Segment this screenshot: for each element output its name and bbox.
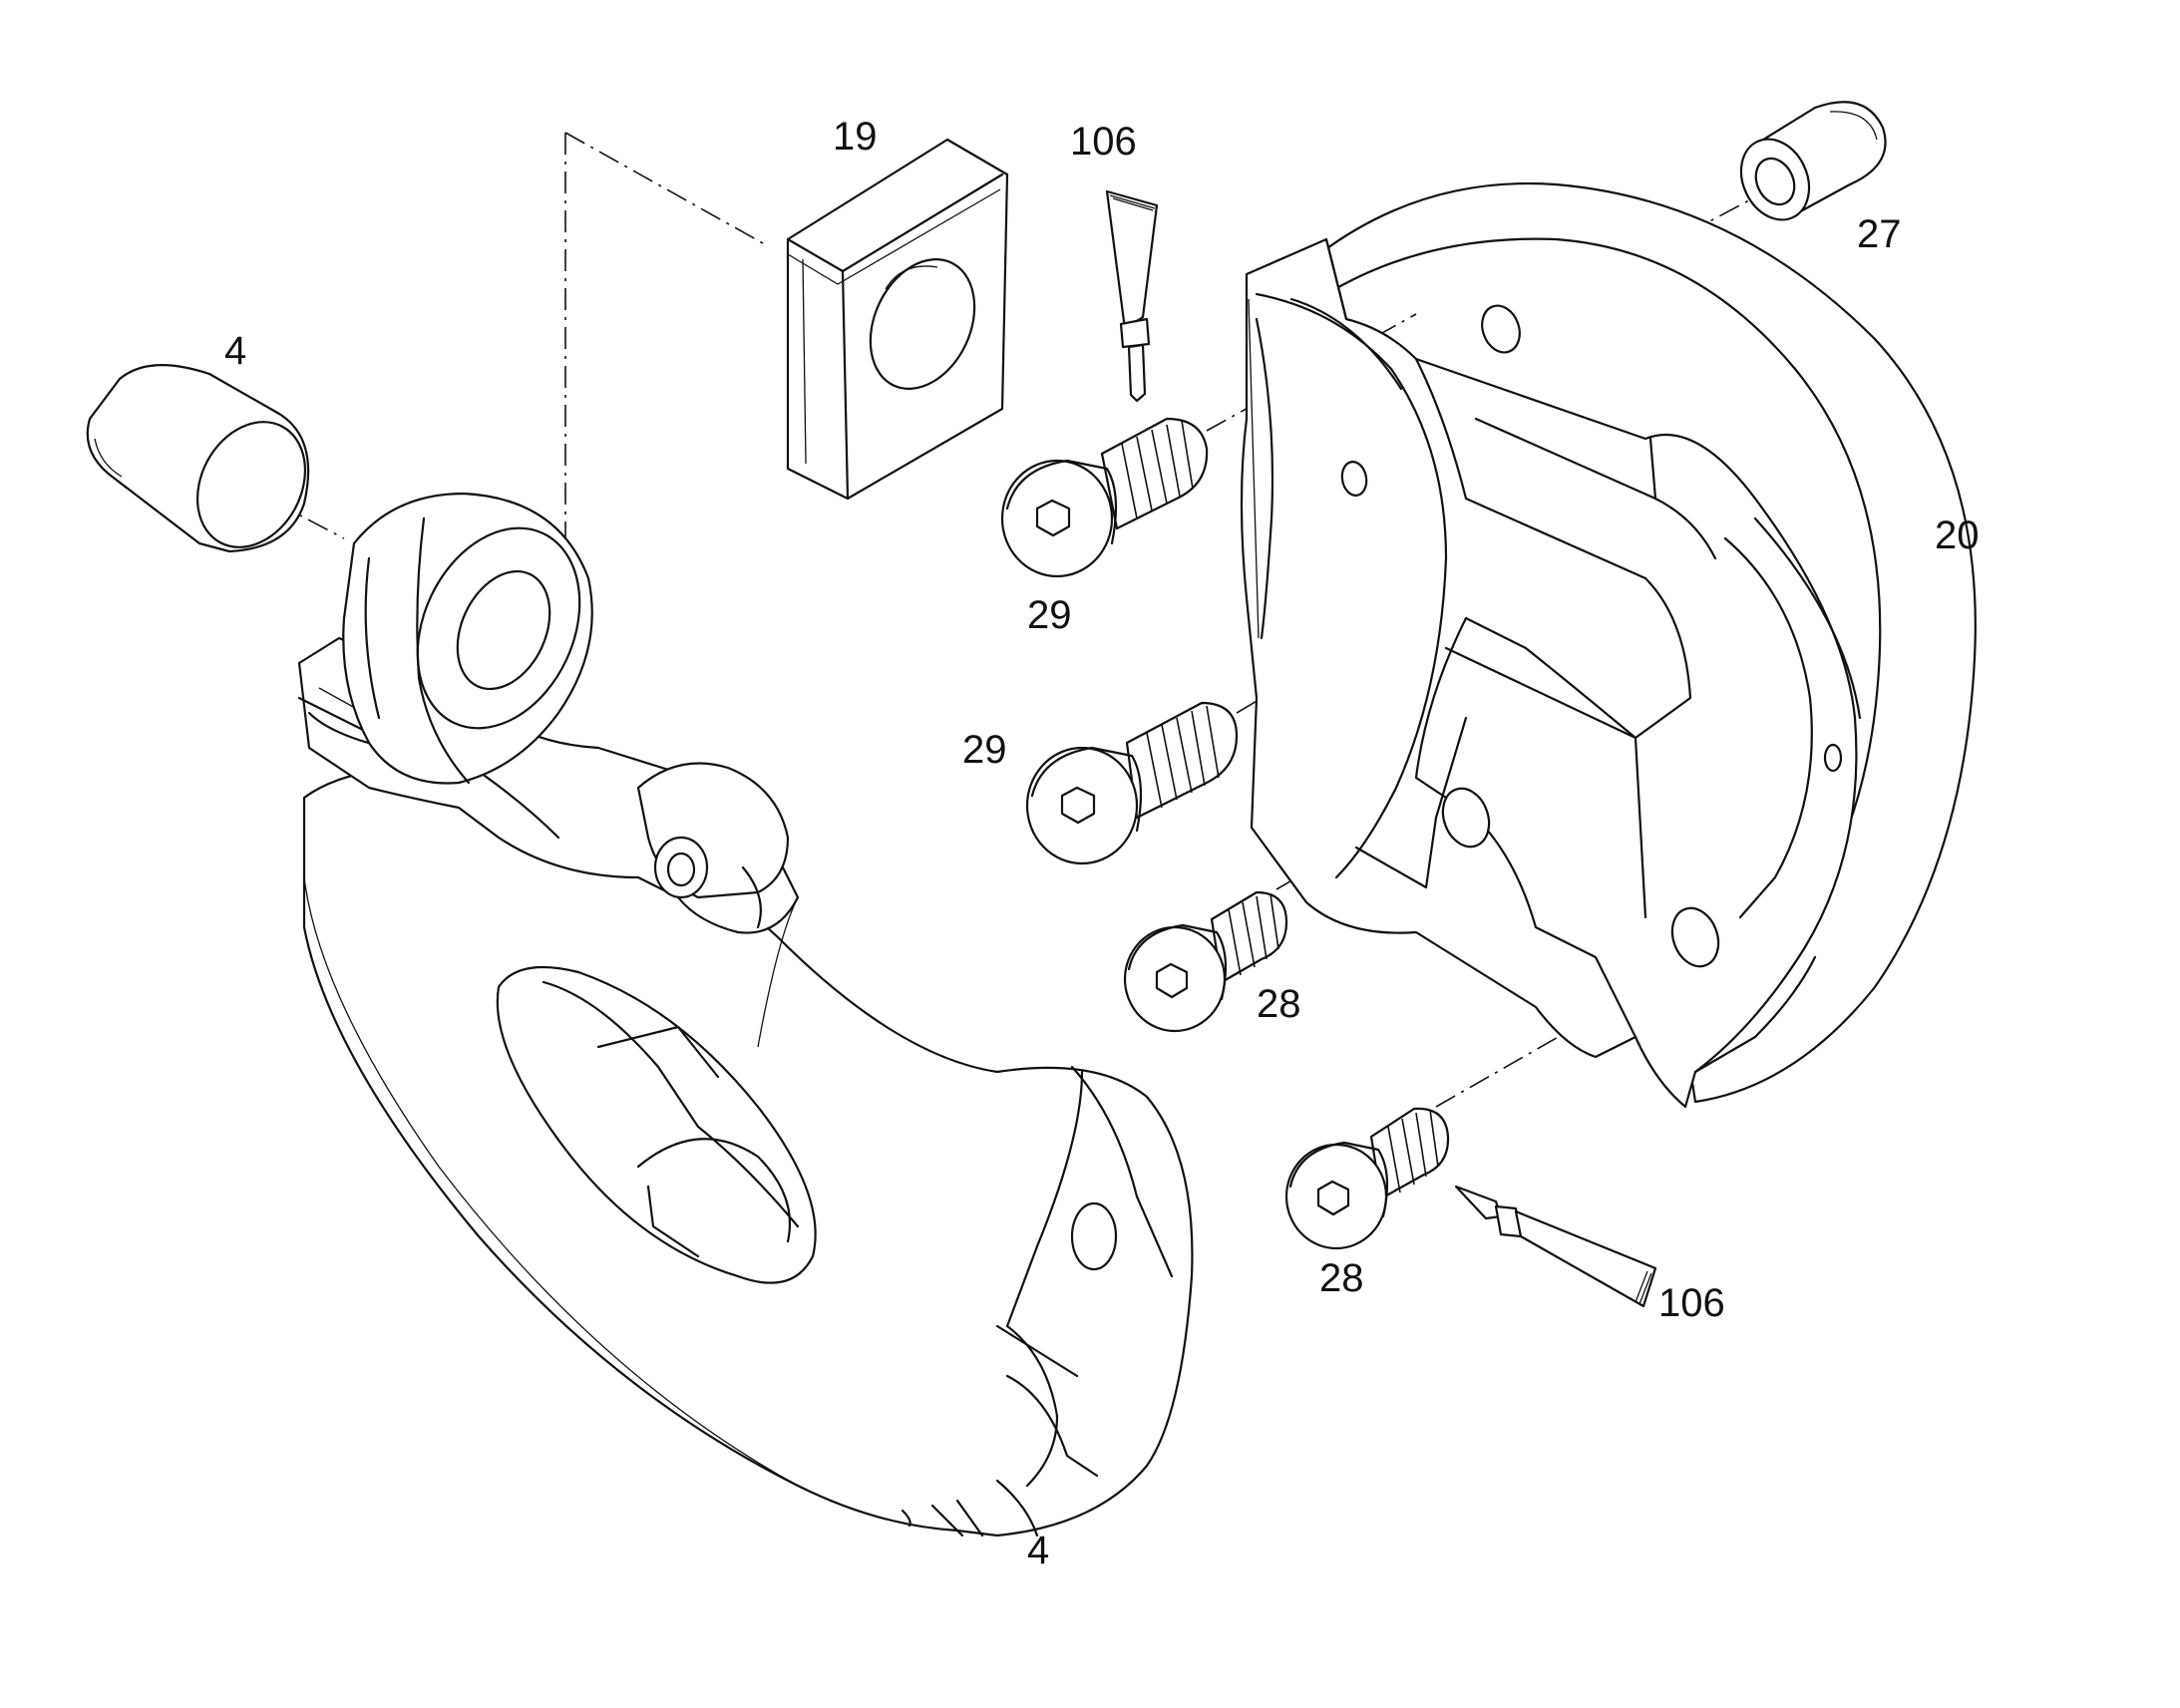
part-28-screw-lower: [1284, 1107, 1450, 1250]
callout-labels: 4 19 106 27 20 29 29 28 28 106 4: [224, 115, 1980, 1572]
callout-19: 19: [833, 115, 878, 159]
part-4-lever-housing: [297, 492, 1194, 1537]
callout-4-bottom: 4: [1027, 1529, 1049, 1572]
part-29-screw-upper: [1000, 417, 1209, 578]
part-20-housing: [1240, 181, 1977, 1109]
part-106-tube-bottom: [1454, 1185, 1657, 1308]
part-29-screw-lower: [1025, 701, 1239, 865]
part-19-block: [786, 138, 1009, 501]
part-28-screw-upper: [1123, 890, 1288, 1033]
callout-28-upper: 28: [1257, 982, 1301, 1026]
part-106-tube-top: [1105, 189, 1159, 403]
callout-106-top: 106: [1070, 120, 1137, 164]
callout-29-upper: 29: [1027, 593, 1072, 637]
callout-4-top: 4: [224, 329, 246, 373]
part-4-pin: [86, 364, 310, 553]
callout-28-lower: 28: [1319, 1256, 1364, 1300]
callout-29-lower: 29: [962, 728, 1007, 772]
callout-106-bottom: 106: [1658, 1281, 1725, 1325]
callout-20: 20: [1935, 513, 1980, 557]
part-27-sleeve: [1739, 101, 1887, 221]
callout-27: 27: [1857, 212, 1902, 256]
